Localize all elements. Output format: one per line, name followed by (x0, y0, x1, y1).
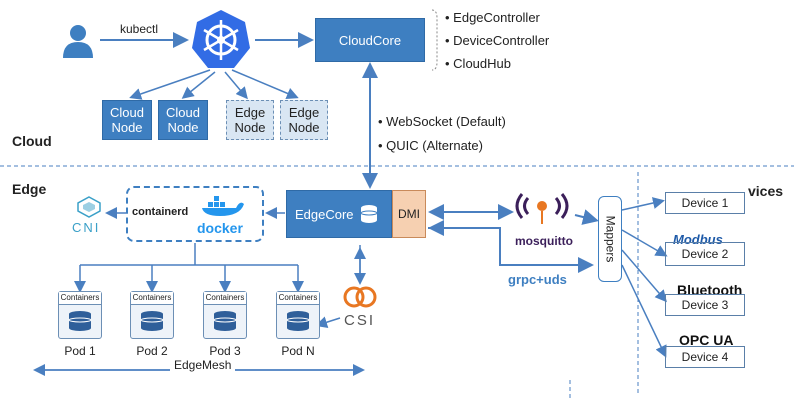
component-item: • DeviceController (445, 33, 550, 48)
pod-label: Pod 1 (64, 344, 96, 358)
container-header: Containers (59, 292, 101, 305)
node-line2: Node (111, 120, 143, 135)
component-item: • CloudHub (445, 56, 511, 71)
edgecore-box[interactable]: EdgeCore (286, 190, 392, 238)
device-label-box: Device 2 (665, 242, 745, 266)
containerd-label: containerd (132, 206, 189, 218)
edgemesh-label: EdgeMesh (170, 358, 236, 372)
cloud-node[interactable]: Cloud Node (158, 100, 208, 140)
device-label: Device 1 (681, 196, 729, 210)
devices-title: vices (748, 183, 784, 199)
container-header: Containers (277, 292, 319, 305)
edgecore-label: EdgeCore (295, 206, 354, 222)
modbus-logo: Modbus (673, 232, 723, 247)
database-icon (213, 311, 237, 331)
cloudcore-label: CloudCore (338, 32, 402, 48)
docker-label: docker (197, 220, 243, 236)
cloudcore-box[interactable]: CloudCore (315, 18, 425, 62)
device-2[interactable]: Modbus Device 2 (665, 232, 745, 266)
kubernetes-icon (192, 10, 250, 68)
node-line2: Node (288, 120, 320, 135)
protocol-item: • WebSocket (Default) (378, 114, 506, 129)
pod[interactable]: Containers (58, 291, 102, 339)
pod-label: Pod 3 (209, 344, 241, 358)
device-label: Device 3 (681, 298, 729, 312)
cloud-section-label: Cloud (12, 133, 52, 149)
opcua-logo: OPC UA (679, 332, 734, 348)
node-line2: Node (167, 120, 199, 135)
pod-label: Pod 2 (136, 344, 168, 358)
cni-icon (77, 196, 101, 218)
container-runtime-group[interactable] (126, 186, 264, 242)
pod[interactable]: Containers (130, 291, 174, 339)
pod-label: Pod N (281, 344, 315, 358)
edge-section-label: Edge (12, 181, 47, 197)
grpc-label: grpc+uds (508, 272, 567, 287)
edge-node[interactable]: Edge Node (280, 100, 328, 140)
component-item: • EdgeController (445, 10, 540, 25)
database-icon (140, 311, 164, 331)
csi-label: CSI (344, 312, 376, 329)
cloudcore-components: • EdgeController • DeviceController • Cl… (445, 10, 549, 79)
pod[interactable]: Containers (203, 291, 247, 339)
device-3[interactable]: Bluetooth Device 3 (665, 282, 745, 316)
device-label-box: Device 3 (665, 294, 745, 316)
device-4[interactable]: OPC UA Device 4 (665, 332, 745, 368)
dmi-label: DMI (398, 207, 420, 221)
node-line1: Cloud (166, 105, 200, 120)
kubectl-label: kubectl (120, 22, 159, 36)
database-icon (68, 311, 92, 331)
mosquitto-label: mosquitto (515, 234, 573, 248)
user-icon (63, 25, 93, 58)
node-line1: Edge (234, 105, 266, 120)
protocol-item: • QUIC (Alternate) (378, 138, 483, 153)
mosquitto-icon (515, 193, 569, 224)
device-label-box: Device 4 (665, 346, 745, 368)
node-line2: Node (234, 120, 266, 135)
database-icon (286, 311, 310, 331)
device-label: Device 2 (681, 247, 729, 261)
pod[interactable]: Containers (276, 291, 320, 339)
database-icon (360, 205, 378, 223)
mappers-label: Mappers (603, 215, 617, 263)
cni-label: CNI (72, 220, 101, 235)
container-header: Containers (204, 292, 246, 305)
mappers-box[interactable]: Mappers (598, 196, 622, 282)
container-header: Containers (131, 292, 173, 305)
device-label: Device 4 (681, 350, 729, 364)
device-1[interactable]: Device 1 (665, 192, 745, 214)
edge-node[interactable]: Edge Node (226, 100, 274, 140)
docker-icon (202, 196, 244, 216)
cloud-node[interactable]: Cloud Node (102, 100, 152, 140)
node-line1: Edge (288, 105, 320, 120)
protocol-list: • WebSocket (Default) • QUIC (Alternate) (378, 114, 506, 162)
dmi-box[interactable]: DMI (392, 190, 426, 238)
csi-icon (343, 286, 377, 308)
node-line1: Cloud (110, 105, 144, 120)
